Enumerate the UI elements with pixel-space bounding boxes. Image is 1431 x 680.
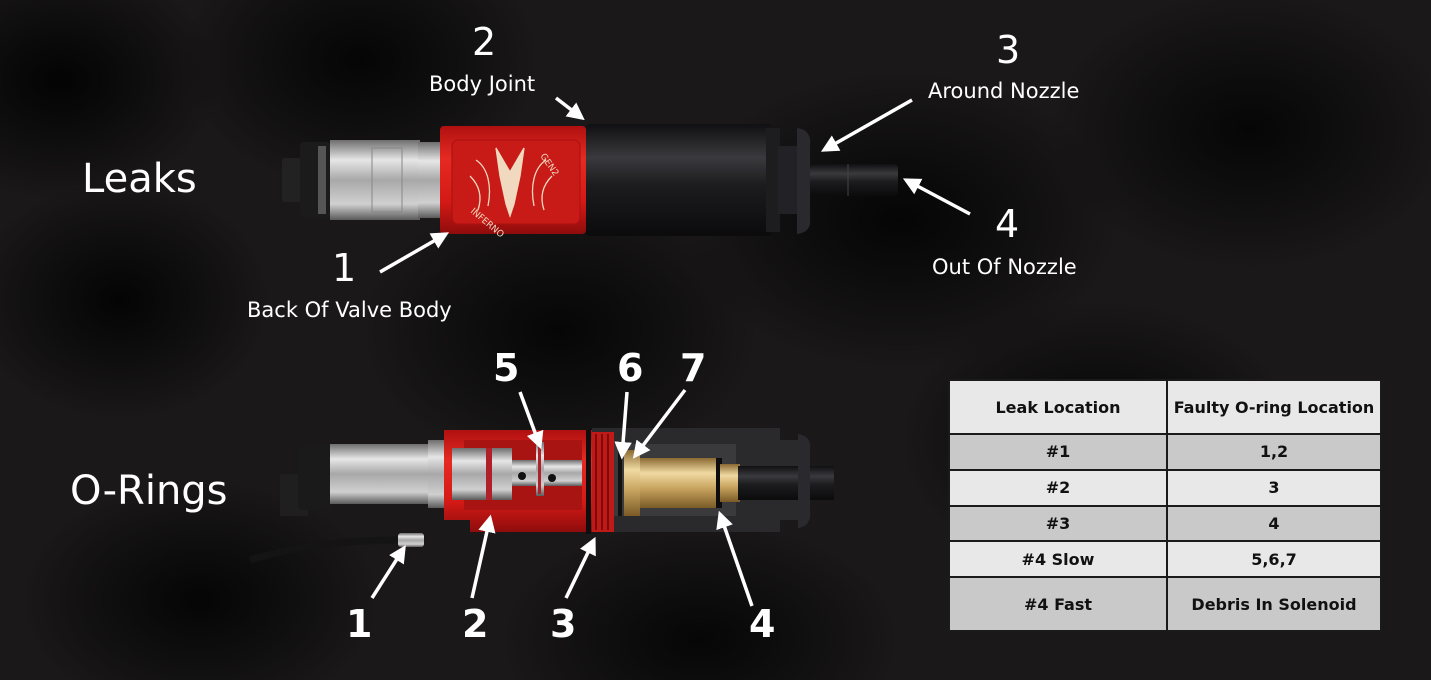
- cell-faulty-oring: 1,2: [1166, 433, 1382, 471]
- oring-number-1: 1: [346, 602, 373, 646]
- leak-arrows: [379, 96, 971, 274]
- leak-caption-1: Back Of Valve Body: [247, 298, 452, 322]
- leak-number-3: 3: [996, 28, 1021, 72]
- dragon-logo-icon: [469, 147, 553, 219]
- leak-number-2: 2: [472, 20, 497, 64]
- cell-leak-location: #2: [948, 468, 1168, 507]
- cell-leak-location: #1: [948, 433, 1168, 471]
- cell-faulty-oring: 4: [1166, 504, 1382, 543]
- cell-faulty-oring: 3: [1166, 468, 1382, 507]
- leaks-title: Leaks: [82, 156, 197, 202]
- oring-arrows: [370, 388, 754, 607]
- arrow-oring-2: [470, 514, 496, 599]
- cell-leak-location: #4 Slow: [948, 540, 1168, 578]
- table-row: #4 Fast Debris In Solenoid: [948, 576, 1382, 632]
- table-row: #3 4: [948, 504, 1382, 543]
- engine-cutaway: [248, 428, 834, 564]
- oring-number-7: 7: [680, 346, 707, 390]
- cell-faulty-oring: Debris In Solenoid: [1166, 576, 1382, 632]
- leak-oring-table: Leak Location Faulty O-ring Location #1 …: [948, 379, 1382, 632]
- oring-number-3: 3: [550, 602, 577, 646]
- arrow-leak-4: [902, 178, 971, 216]
- oring-number-6: 6: [617, 346, 644, 390]
- header-leak-location: Leak Location: [948, 379, 1168, 435]
- cell-faulty-oring: 5,6,7: [1166, 540, 1382, 578]
- arrow-leak-3: [820, 98, 913, 152]
- cell-leak-location: #4 Fast: [948, 576, 1168, 632]
- header-faulty-oring-location: Faulty O-ring Location: [1166, 379, 1382, 435]
- arrow-oring-6: [614, 391, 632, 460]
- oring-number-2: 2: [462, 602, 489, 646]
- oring-number-4: 4: [749, 602, 776, 646]
- table-row: #1 1,2: [948, 433, 1382, 471]
- leak-number-4: 4: [995, 202, 1020, 246]
- oring-number-5: 5: [493, 346, 520, 390]
- orings-title: O-Rings: [70, 468, 228, 514]
- arrow-oring-3: [564, 536, 596, 599]
- engine-assembled: INFERNO GEN2: [282, 124, 898, 240]
- arrow-oring-7: [632, 388, 687, 459]
- table-row: #4 Slow 5,6,7: [948, 540, 1382, 578]
- leak-caption-3: Around Nozzle: [928, 79, 1080, 103]
- arrow-oring-5: [518, 391, 544, 450]
- cell-leak-location: #3: [948, 504, 1168, 543]
- arrow-oring-4: [716, 510, 754, 607]
- arrow-leak-1: [379, 232, 450, 274]
- arrow-leak-2: [554, 96, 585, 121]
- table-row: #2 3: [948, 468, 1382, 507]
- table-header-row: Leak Location Faulty O-ring Location: [948, 379, 1382, 435]
- leak-caption-2: Body Joint: [429, 72, 536, 96]
- arrow-oring-1: [370, 545, 406, 599]
- leak-number-1: 1: [332, 246, 357, 290]
- leak-caption-4: Out Of Nozzle: [932, 255, 1077, 279]
